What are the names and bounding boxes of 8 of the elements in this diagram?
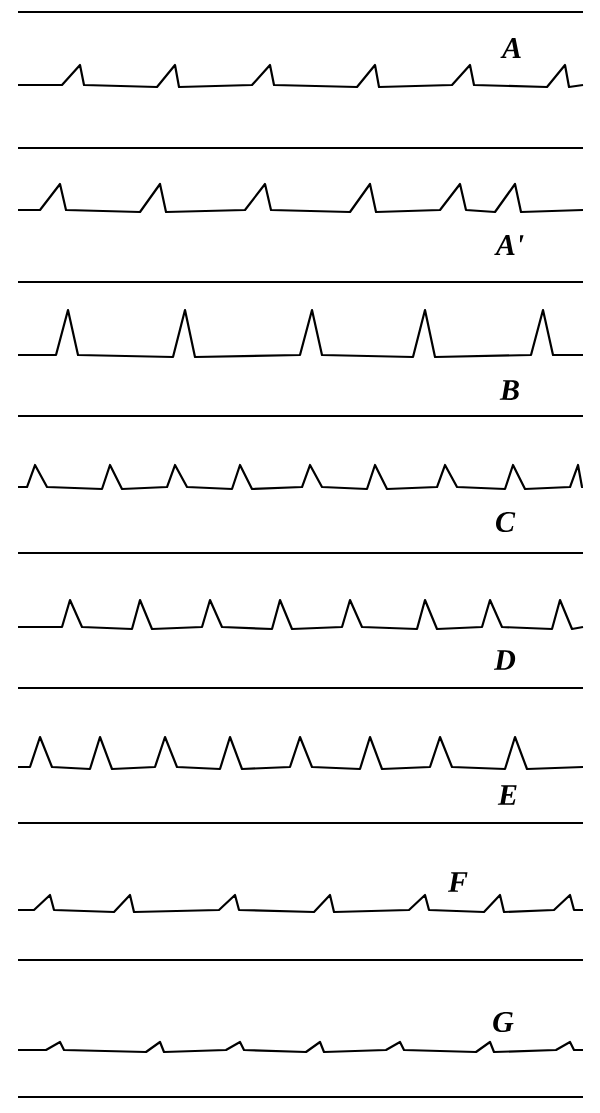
trace-label: A' bbox=[494, 235, 524, 255]
trace-label: F bbox=[447, 872, 468, 892]
trace-label: D bbox=[493, 650, 516, 670]
trace-label: G bbox=[493, 1011, 514, 1033]
trace-label: A bbox=[500, 38, 521, 58]
trace-label: C bbox=[496, 511, 516, 533]
trace-label: E bbox=[497, 785, 517, 805]
trace-label: B bbox=[499, 380, 519, 400]
